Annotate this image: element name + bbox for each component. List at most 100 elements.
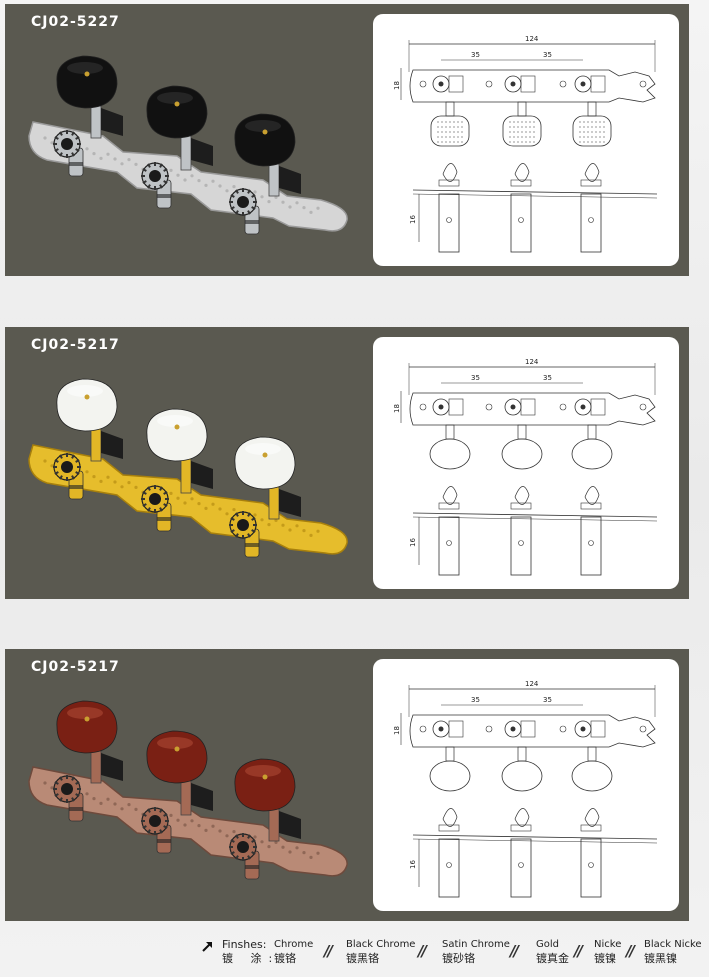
gear-tooth [163, 503, 168, 507]
plate-filigree [295, 846, 299, 850]
plate-filigree [211, 502, 215, 506]
tuner-shaft [180, 458, 192, 494]
plate-filigree [43, 781, 47, 785]
dimension-overall: 124 [525, 680, 539, 688]
shaft-outline [517, 746, 527, 762]
gear-center [510, 81, 516, 87]
dimension-spacing-b: 35 [543, 51, 552, 59]
plate-filigree [274, 840, 278, 844]
mounting-hole [559, 403, 567, 411]
gear-tooth [159, 808, 163, 813]
plate-filigree [218, 507, 222, 511]
gear-tooth [251, 517, 256, 521]
gear-tooth [142, 180, 147, 184]
gear-tooth [75, 148, 80, 152]
button-outline [430, 115, 470, 147]
plate-filigree [295, 524, 299, 528]
roller-post-outline [580, 838, 602, 898]
gear-tooth [247, 512, 251, 517]
gear-tooth [230, 206, 235, 210]
side-gear-outline [510, 179, 532, 187]
shaft-outline [587, 101, 597, 117]
worm-housing [279, 811, 301, 839]
plate-filigree [99, 156, 103, 160]
gear-center [510, 726, 516, 732]
plate-filigree [288, 528, 292, 532]
plate-filigree [225, 834, 229, 838]
gear-tooth [147, 507, 151, 512]
roller-post-outline [438, 516, 460, 576]
worm-outline [448, 720, 464, 738]
plate-filigree [183, 823, 187, 827]
finish-item-satin-chrome: Satin Chrome 镀砂铬 [442, 938, 510, 966]
gear-hub [61, 138, 73, 150]
gear-tooth [71, 475, 75, 480]
gear-tooth [159, 829, 163, 834]
tuner-assembly [28, 378, 348, 558]
gear-tooth [142, 813, 147, 817]
roller-post-band [245, 220, 259, 224]
worm-outline [590, 720, 606, 738]
side-plate-line [412, 516, 658, 522]
gear-tooth [71, 797, 75, 802]
gear-tooth [235, 855, 239, 860]
gear-tooth [159, 163, 163, 168]
side-button-outline [584, 808, 600, 827]
plate-filigree [204, 828, 208, 832]
plate-filigree [211, 824, 215, 828]
worm-outline [448, 398, 464, 416]
button-highlight [157, 92, 193, 104]
tuner-shaft [268, 808, 280, 842]
string-hole [518, 540, 524, 546]
plate-filigree [50, 464, 54, 468]
side-plate-line [412, 838, 658, 844]
plate-filigree [316, 851, 320, 855]
plate-filigree [281, 523, 285, 527]
plate-filigree [169, 491, 173, 495]
button-highlight [245, 765, 281, 777]
plate-filigree [85, 470, 89, 474]
plate-filigree [302, 529, 306, 533]
tuner-shaft [90, 428, 102, 462]
plate-filigree [99, 801, 103, 805]
roller-post-outline [510, 516, 532, 576]
gear-tooth [147, 486, 151, 491]
tuner-photo [28, 378, 348, 558]
finish-cn: 镀铬 [274, 952, 296, 965]
finish-en: Chrome [274, 939, 314, 950]
finish-item-chrome: Chrome 镀铬 [274, 938, 313, 966]
gear-hub [237, 841, 249, 853]
roller-post-band [69, 485, 83, 489]
finish-cn: 镀真金 [536, 952, 569, 965]
gear-tooth [163, 491, 168, 495]
worm-housing [279, 166, 301, 194]
gear-center [438, 404, 444, 410]
worm-housing [101, 108, 123, 136]
plate-filigree [85, 147, 89, 151]
gear-tooth [163, 813, 168, 817]
string-hole [446, 540, 452, 546]
plate-outline [409, 69, 656, 103]
finish-en: Black Chrome [346, 939, 416, 950]
plate-filigree [50, 786, 54, 790]
gear-tooth [163, 180, 168, 184]
button-outline [502, 115, 542, 147]
plate-filigree [134, 162, 138, 166]
string-hole [518, 217, 524, 223]
plate-filigree [92, 152, 96, 156]
gear-tooth [71, 131, 75, 136]
plate-filigree [120, 162, 124, 166]
plate-filigree [309, 533, 313, 537]
finish-item-black-nicke: Black Nicke 镀黑镍 [644, 938, 702, 966]
worm-outline [520, 75, 536, 93]
gear-tooth [142, 825, 147, 829]
plate-filigree [197, 502, 201, 506]
button-outline [571, 438, 613, 470]
button-pin [262, 452, 268, 458]
plate-filigree [232, 830, 236, 834]
plate-filigree [127, 803, 131, 807]
gear-hub [61, 783, 73, 795]
